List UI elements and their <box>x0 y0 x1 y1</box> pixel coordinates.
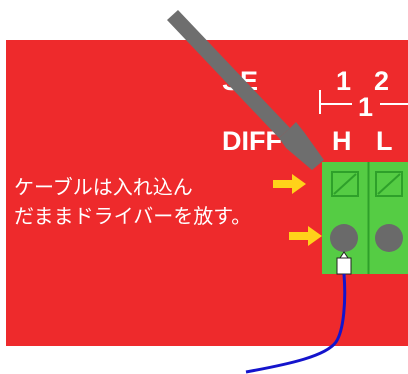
arrow-right-icon <box>289 226 322 246</box>
arrow-right-icon <box>273 174 306 194</box>
instruction-line-1: ケーブルは入れ込ん <box>14 175 193 199</box>
release-slot-icon[interactable] <box>375 171 403 197</box>
ferrule-icon <box>336 251 352 275</box>
terminal-block <box>322 162 408 274</box>
instruction-line-2: だままドライバーを放す。 <box>14 204 251 228</box>
sub-1-label: 1 <box>358 92 373 122</box>
col-1-label: 1 <box>336 66 351 96</box>
release-slot-icon[interactable] <box>331 171 359 197</box>
diff-label: DIFF <box>222 126 282 156</box>
screw-head-icon <box>375 224 403 252</box>
screwdriver-icon <box>167 10 324 170</box>
cable <box>245 273 347 374</box>
screw-head-icon <box>330 224 358 252</box>
l-label: L <box>376 126 393 156</box>
h-label: H <box>332 126 352 156</box>
col-2-label: 2 <box>374 66 389 96</box>
